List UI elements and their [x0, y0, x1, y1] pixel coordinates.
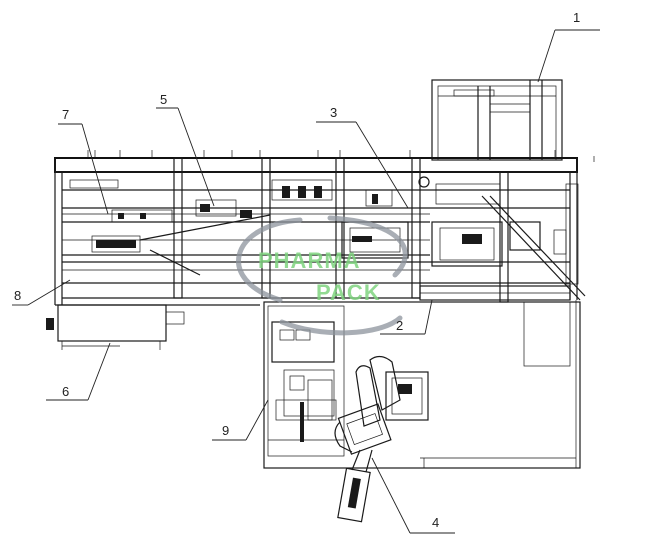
callout-9: 9 — [222, 423, 229, 438]
callout-7: 7 — [62, 107, 69, 122]
callout-2: 2 — [396, 318, 403, 333]
watermark-line1: PHARMA — [258, 248, 361, 273]
callout-6: 6 — [62, 384, 69, 399]
callout-labels: 1 2 3 4 5 6 7 8 9 — [14, 10, 580, 530]
callout-5: 5 — [160, 92, 167, 107]
callout-3: 3 — [330, 105, 337, 120]
callout-4: 4 — [432, 515, 439, 530]
robot-arm-unit-4 — [334, 355, 429, 523]
watermark-logo: PHARMA PACK — [236, 215, 408, 336]
callout-leaders — [12, 29, 600, 534]
upright-frame-unit-1 — [431, 79, 563, 161]
watermark-line2: PACK — [316, 280, 381, 305]
callout-1: 1 — [573, 10, 580, 25]
callout-8: 8 — [14, 288, 21, 303]
main-machine-frame — [54, 150, 586, 306]
left-cabinet-unit-6 — [46, 304, 185, 350]
